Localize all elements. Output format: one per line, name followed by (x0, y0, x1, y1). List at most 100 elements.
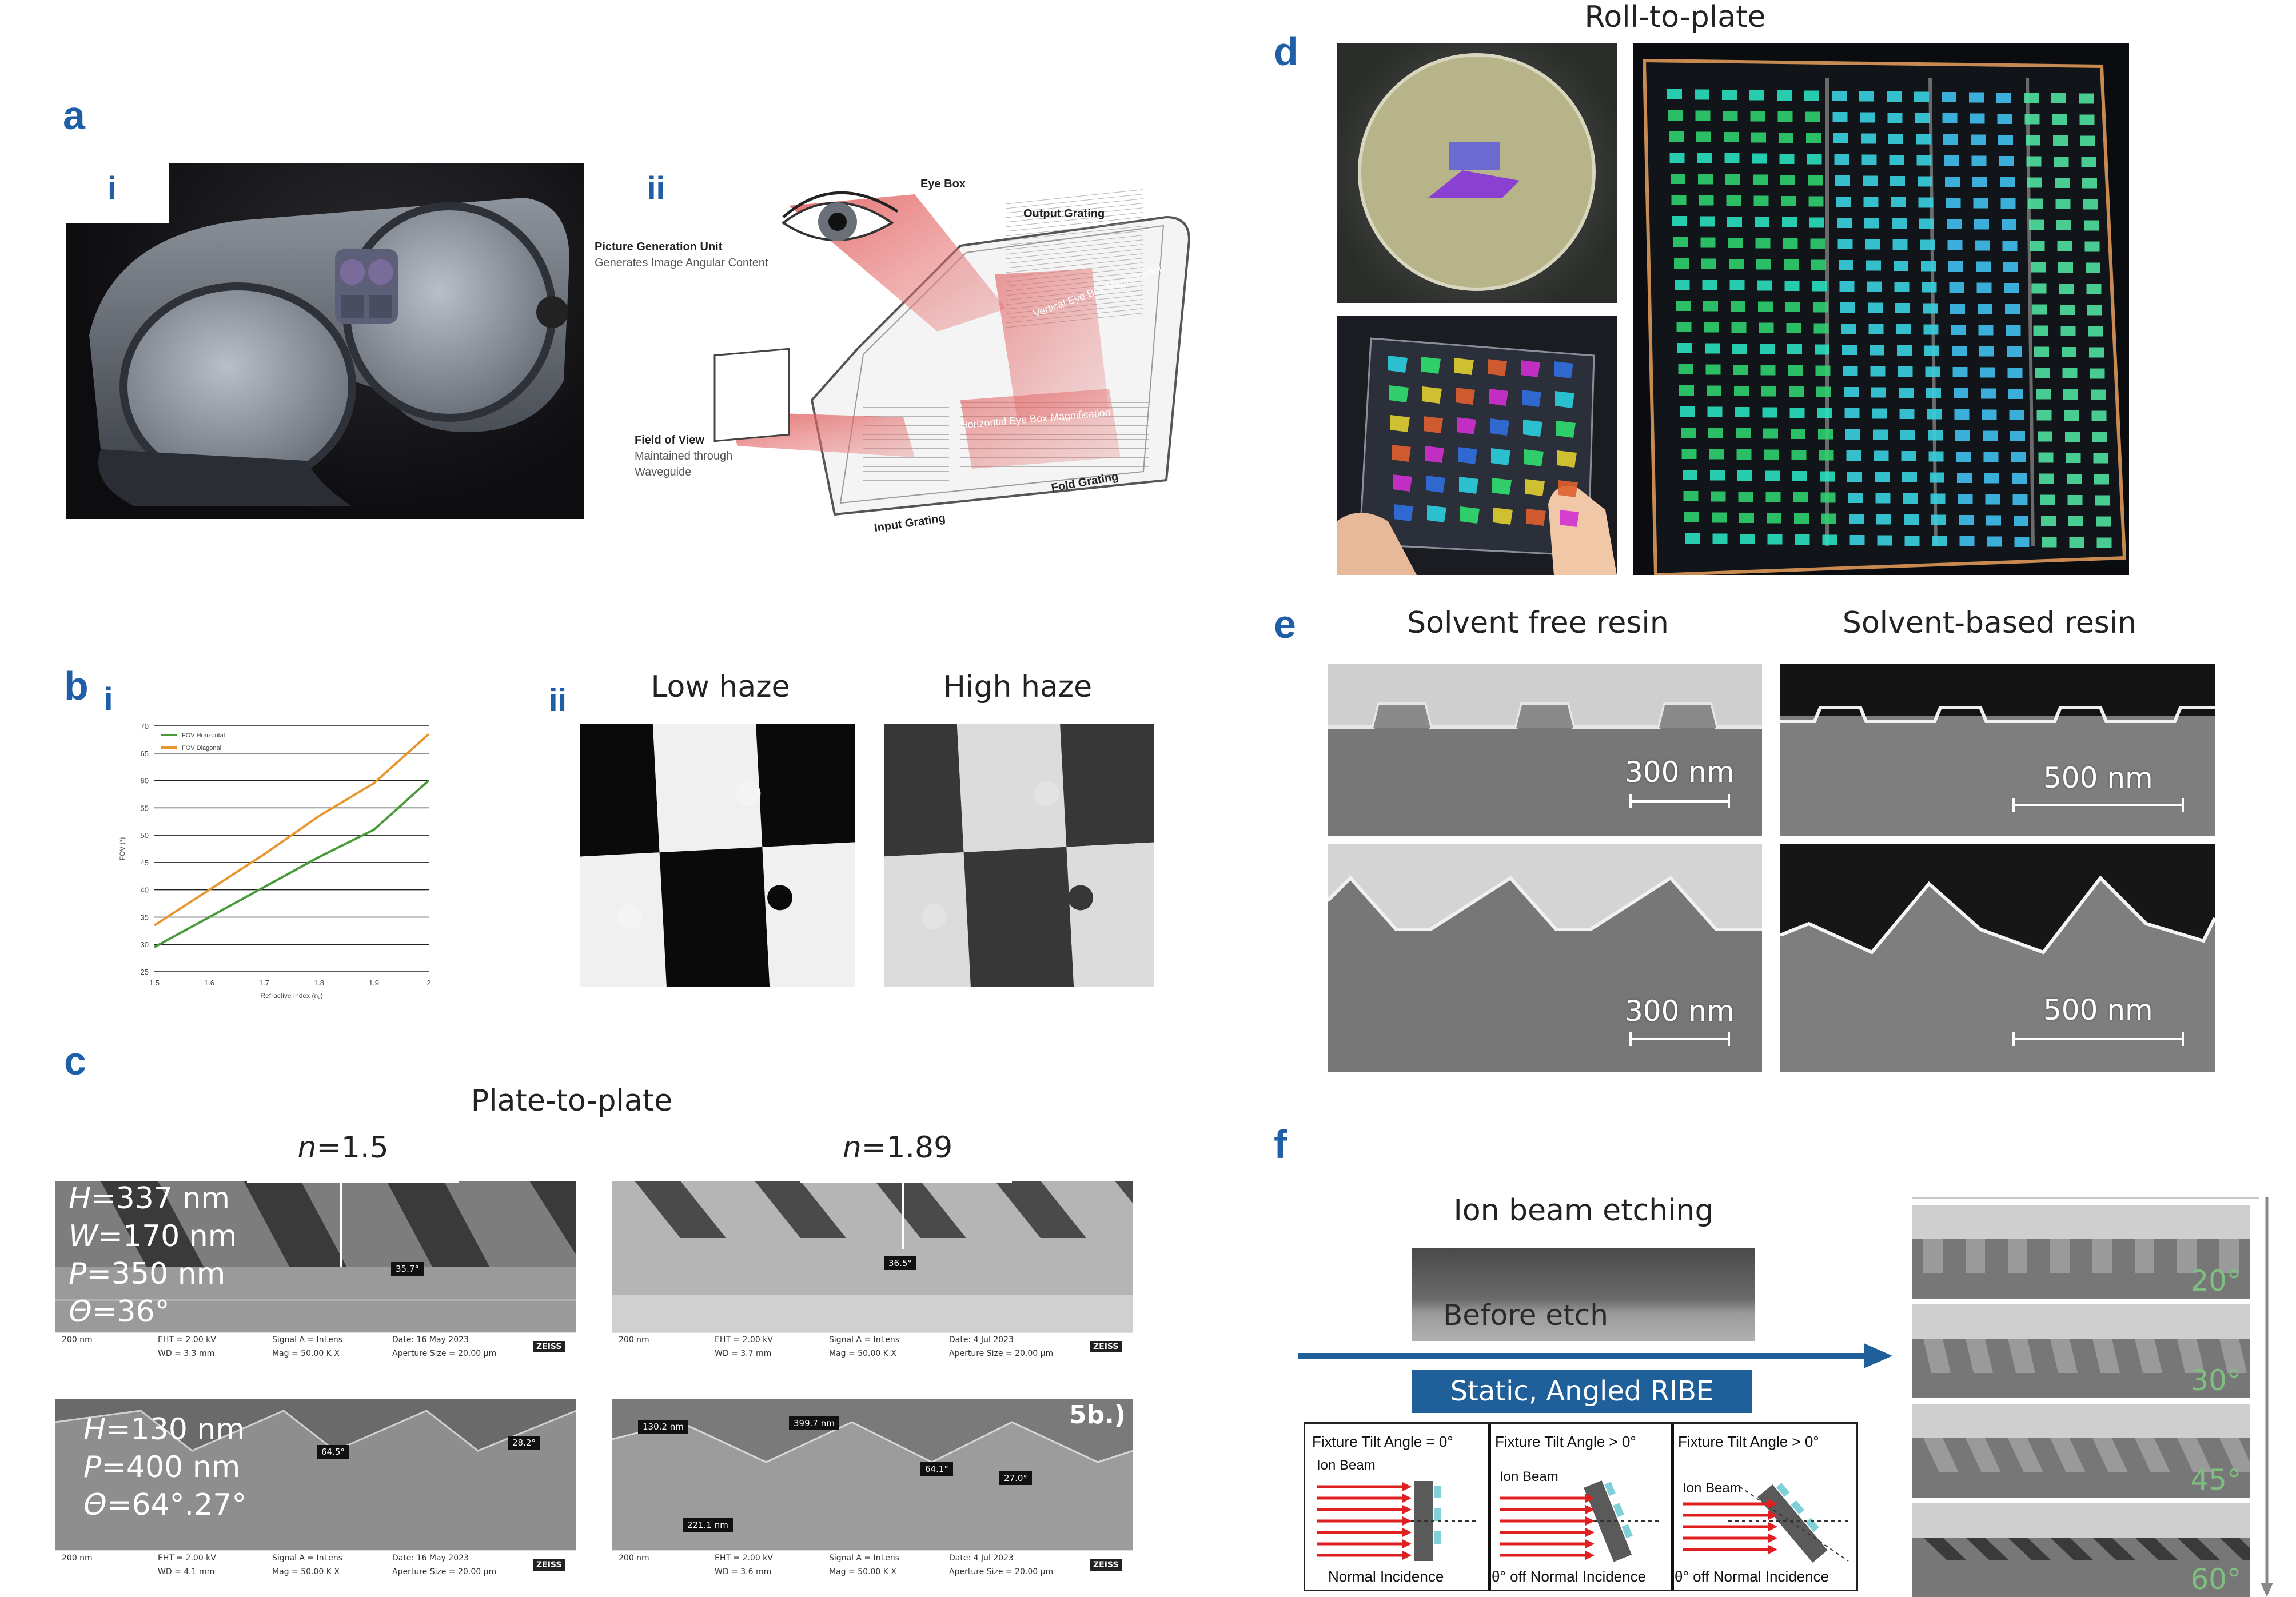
grating-chip (1679, 385, 1694, 396)
sem-e-free-rect: 300 nm (1328, 664, 1762, 836)
angle-tag: 28.2° (508, 1436, 540, 1450)
infobar-wd: WD = 3.3 mm (158, 1349, 215, 1358)
grating-chip (2067, 495, 2083, 505)
fov-title: Field of View (635, 434, 704, 446)
sem-infobar: 200 nm EHT = 2.00 kV WD = 3.3 mm Signal … (55, 1332, 576, 1366)
grating-chip (1895, 303, 1910, 313)
grating-chip (2012, 494, 2028, 505)
etched-tooth (2135, 1538, 2178, 1560)
solvent-free-caption: Solvent free resin (1407, 606, 1669, 640)
blazed-grating-free (1328, 844, 1762, 1072)
grating-chip (1724, 132, 1739, 142)
series-line (154, 780, 430, 948)
grating-chip (1914, 91, 1929, 102)
grating-chip (1707, 385, 1721, 396)
grating-chip (1804, 90, 1819, 101)
ion-beam-arrowhead (1768, 1545, 1777, 1554)
y-tick-label: 40 (141, 886, 149, 895)
grating-chip (1930, 472, 1944, 483)
etched-tooth (1923, 1438, 1959, 1472)
y-tick-label: 65 (141, 749, 149, 758)
params-bottom-left: H=130 nm P=400 nm Θ=64°.27° (83, 1411, 246, 1524)
grating-chip (1817, 408, 1832, 418)
grating-chip (1522, 390, 1541, 407)
grating-chip (1793, 492, 1808, 502)
scale-bar (1629, 1032, 1730, 1046)
grating-chip (1709, 449, 1724, 460)
infobar-wd: WD = 4.1 mm (158, 1567, 215, 1576)
grating-chip (1457, 417, 1476, 434)
grating-chip (2062, 347, 2076, 357)
grating-chip (2033, 325, 2048, 336)
ion-beam-label: Ion Beam (1683, 1480, 1741, 1496)
angle-progression-arrow (2261, 1197, 2273, 1597)
grating-chip (1491, 448, 1510, 465)
grating-chip (1868, 302, 1883, 313)
grating-chip (2080, 135, 2095, 146)
grating-chip (1950, 304, 1965, 314)
etched-tooth (2135, 1438, 2170, 1472)
grating-chip (1459, 477, 1478, 494)
grating-chip (1942, 113, 1958, 123)
grating-chip (1705, 343, 1720, 354)
grating-chip (1922, 282, 1937, 293)
grating-chip (1671, 174, 1685, 184)
x-tick-label: 1.8 (314, 979, 324, 987)
grating-chip (1971, 155, 1987, 166)
grating-chip (1809, 217, 1824, 228)
grating-chip (1834, 154, 1849, 165)
etched-tooth (2092, 1538, 2136, 1560)
infobar-signal: Signal A = InLens (272, 1335, 342, 1344)
grating-chip (1877, 535, 1892, 546)
grating-chip (1873, 429, 1888, 440)
grating-chip (1808, 175, 1823, 186)
grating-chip (2054, 157, 2069, 167)
grating-chip (2089, 347, 2104, 358)
grating-chip (1728, 238, 1743, 248)
grating-chip (1763, 428, 1778, 439)
grating-chip (1812, 281, 1827, 292)
grating-chip (2005, 304, 2020, 314)
n-symbol: n (842, 1131, 862, 1165)
grating-chip (2014, 537, 2030, 547)
grating-chip (1784, 259, 1799, 270)
grating-chip (1753, 195, 1769, 206)
grating-chip (1727, 217, 1742, 227)
n15-value: =1.5 (316, 1131, 389, 1165)
x-tick-label: 2 (426, 979, 431, 987)
grating-chip (1806, 133, 1821, 143)
grating-chip (1794, 513, 1809, 524)
grating-chip (1708, 428, 1723, 438)
fov-subtitle-2: Waveguide (635, 466, 691, 478)
grating-chip (2000, 198, 2016, 209)
grating-chip (1389, 385, 1409, 402)
grating-chip (1835, 175, 1850, 186)
grating-chip (1974, 219, 1989, 230)
grating-chip (1782, 217, 1797, 227)
grating-chip (2011, 452, 2026, 462)
grating-chip (1943, 134, 1958, 145)
ion-beam-title: Ion beam etching (1453, 1193, 1714, 1228)
grating-chip (1928, 430, 1943, 441)
grating-chip (1842, 345, 1857, 355)
ion-beam-arrowhead (1402, 1551, 1412, 1560)
grating-chip (1729, 280, 1745, 290)
grating-chip (1762, 407, 1777, 418)
etched-tooth (2219, 1538, 2250, 1560)
grating-chip (1788, 365, 1803, 376)
grating-chip (1699, 195, 1714, 206)
grating-chip (1736, 428, 1751, 438)
grating-chip (2014, 516, 2028, 526)
stack-top-line (1912, 1197, 2259, 1199)
before-etch-image: Before etch (1412, 1248, 1755, 1341)
grating-chip (1791, 450, 1807, 460)
checkerboard-low-haze (580, 724, 855, 987)
grating-chip (1729, 259, 1744, 269)
angle-tag: 64.5° (317, 1445, 349, 1459)
grating-chip (1707, 406, 1723, 417)
infobar-date: Date: 4 Jul 2023 (949, 1554, 1014, 1563)
grating-chip (1887, 113, 1903, 123)
grating-chip (1916, 134, 1931, 145)
grating-chip (1875, 472, 1890, 482)
grating-chip (1705, 364, 1721, 375)
